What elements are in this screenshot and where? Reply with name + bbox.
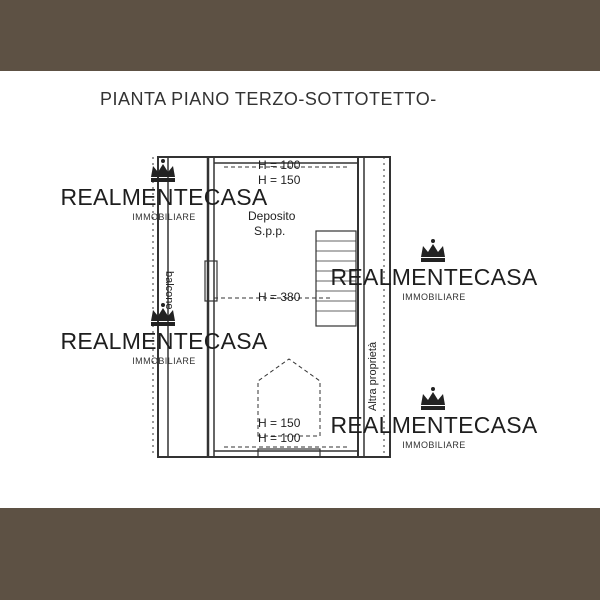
staircase (315, 230, 357, 327)
watermark-3: REALMENTECASA IMMOBILIARE (54, 302, 274, 372)
floor-plan-sheet: PIANTA PIANO TERZO-SOTTOTETTO- (0, 71, 600, 508)
top-border-band (0, 0, 600, 71)
watermark-4: REALMENTECASA IMMOBILIARE (324, 386, 544, 456)
watermark-sub: IMMOBILIARE (402, 292, 466, 302)
door-bottom (257, 448, 321, 458)
height-label-top-1: H = 100 (258, 158, 301, 172)
crown-icon (421, 387, 445, 410)
watermark-brand: REALMENTECASA (60, 328, 268, 354)
watermark-brand: REALMENTECASA (60, 184, 268, 210)
room-name-label: Deposito (248, 209, 296, 223)
bottom-border-band (0, 508, 600, 600)
room-sub-label: S.p.p. (254, 224, 286, 238)
dormer-outline (257, 358, 321, 437)
crown-icon (421, 239, 445, 262)
watermark-sub: IMMOBILIARE (132, 356, 196, 366)
watermark-brand: REALMENTECASA (330, 412, 538, 438)
watermark-sub: IMMOBILIARE (402, 440, 466, 450)
height-label-mid: H = 380 (258, 290, 301, 304)
window-left (204, 260, 218, 302)
floor-plan-drawing (152, 156, 391, 458)
crown-icon (151, 303, 175, 326)
watermark-2: REALMENTECASA IMMOBILIARE (324, 238, 544, 308)
crown-icon (151, 159, 175, 182)
watermark-1: REALMENTECASA IMMOBILIARE (54, 158, 274, 228)
height-label-bottom-2: H = 100 (258, 431, 301, 445)
watermark-sub: IMMOBILIARE (132, 212, 196, 222)
height-label-top-2: H = 150 (258, 173, 301, 187)
plan-title: PIANTA PIANO TERZO-SOTTOTETTO- (100, 89, 437, 109)
height-label-bottom-1: H = 150 (258, 416, 301, 430)
watermark-brand: REALMENTECASA (330, 264, 538, 290)
